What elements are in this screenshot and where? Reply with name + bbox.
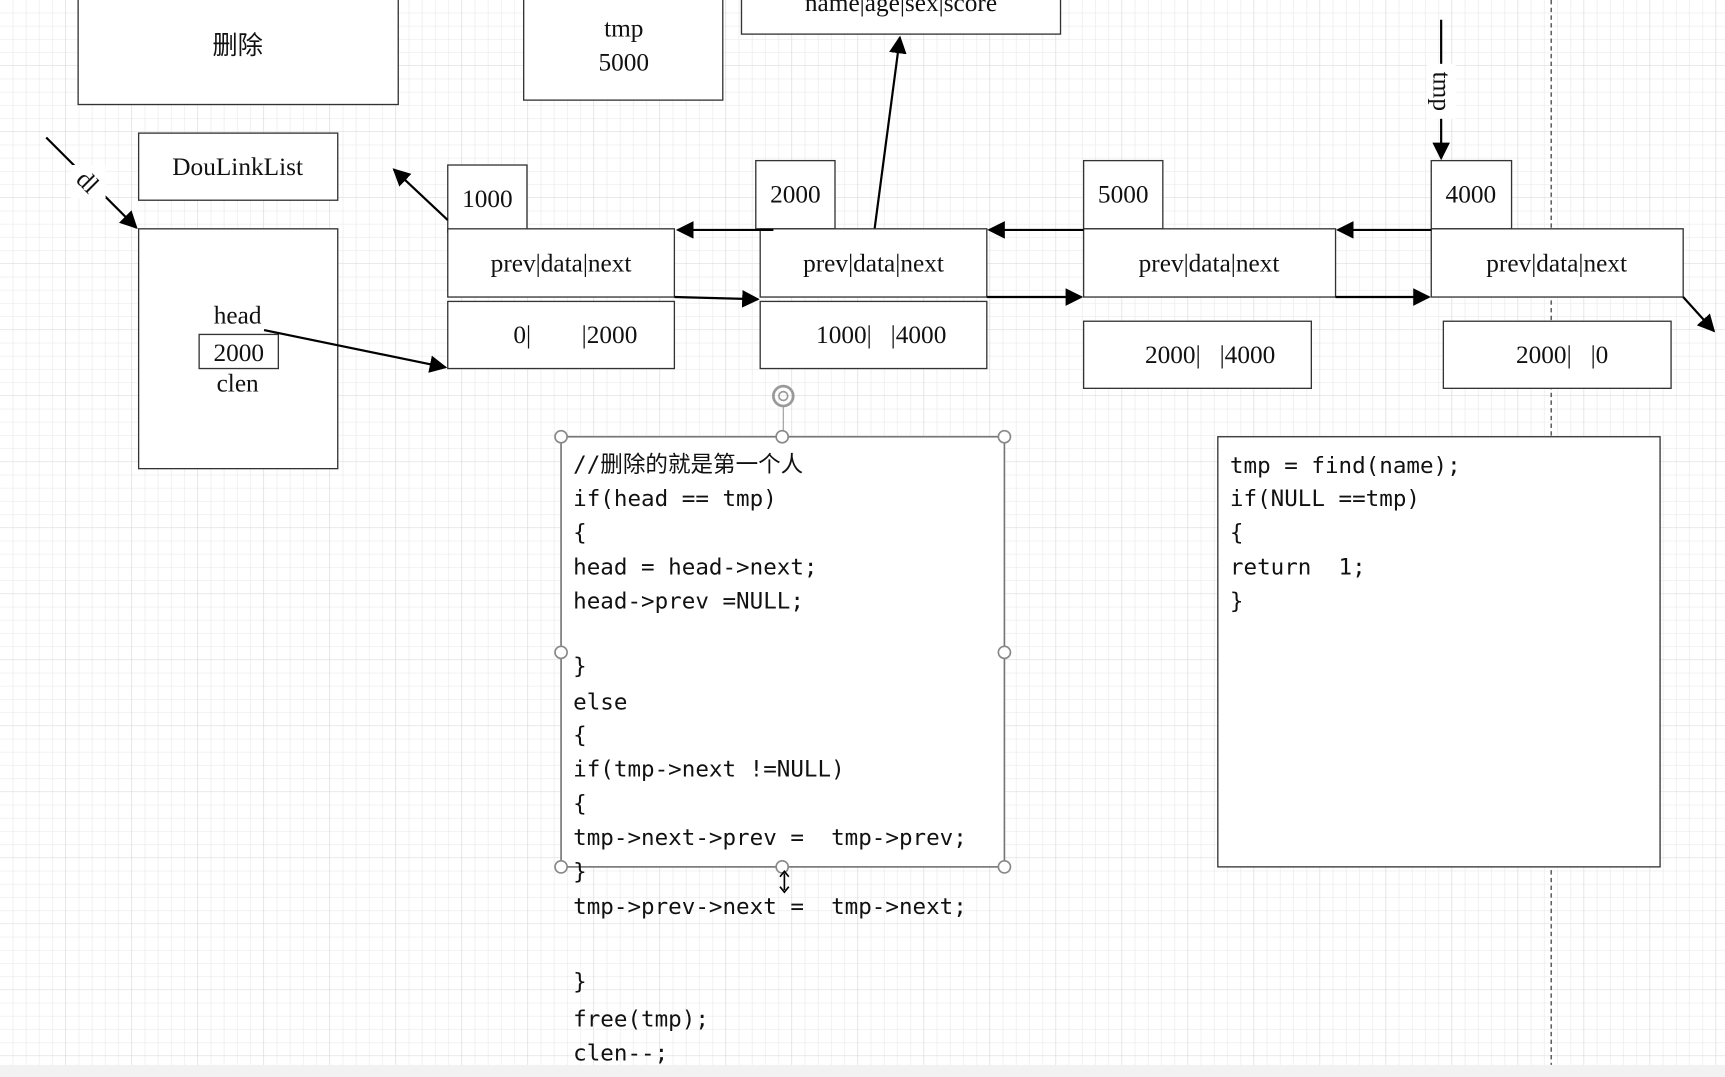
title-box[interactable]: 删除 xyxy=(77,0,399,106)
data-pointer-arrow[interactable] xyxy=(873,35,907,229)
doulinklist-type-box[interactable]: DouLinkList xyxy=(137,132,339,201)
head-pointer-arrow[interactable] xyxy=(263,328,448,373)
doulinklist-label: DouLinkList xyxy=(172,153,303,181)
code-line: if(NULL ==tmp) xyxy=(1230,486,1420,512)
node-address: 5000 xyxy=(1098,180,1149,208)
resize-handle-s[interactable] xyxy=(775,860,790,874)
resize-handle-n[interactable] xyxy=(775,429,790,444)
struct-label: name|age|sex|score xyxy=(805,0,997,17)
code-line: } xyxy=(573,653,587,679)
node-fields: prev|data|next xyxy=(491,250,632,278)
tmp-label-bg xyxy=(1426,63,1456,119)
list-header-box[interactable]: head 2000 clen xyxy=(137,228,339,470)
node-2000[interactable]: 2000 prev|data|next 1000| |4000 xyxy=(755,159,988,370)
selection-handles[interactable] xyxy=(554,384,1012,894)
clen-label: clen xyxy=(217,370,259,398)
node-5000[interactable]: 5000 prev|data|next 2000| |4000 xyxy=(1082,159,1337,389)
node-fields: prev|data|next xyxy=(1139,250,1280,278)
resize-handle-sw[interactable] xyxy=(554,860,568,874)
tmp-value: 5000 xyxy=(598,48,649,76)
code-line: head->prev =NULL; xyxy=(573,588,804,614)
next-arrow-1[interactable] xyxy=(674,290,760,308)
code-line: { xyxy=(1230,520,1244,546)
null-next-arrow[interactable] xyxy=(1682,296,1716,333)
dl-label-bg xyxy=(70,165,106,199)
node-address: 4000 xyxy=(1446,180,1497,208)
node-address: 2000 xyxy=(770,180,821,208)
rotate-handle-icon[interactable] xyxy=(772,384,795,408)
resize-handle-se[interactable] xyxy=(997,860,1012,874)
resize-handle-nw[interactable] xyxy=(554,429,568,444)
code-box-delete[interactable]: //删除的就是第一个人 if(head == tmp) { head = hea… xyxy=(560,435,1006,1067)
tmp-pointer-label: tmp xyxy=(1427,72,1455,111)
code-line: if(tmp->next !=NULL) xyxy=(573,757,845,783)
node-fields: prev|data|next xyxy=(1486,250,1627,278)
code-line: return 1; xyxy=(1230,554,1366,580)
resize-cursor-icon xyxy=(779,869,790,894)
code-line: free(tmp); xyxy=(573,1006,709,1032)
code-line: { xyxy=(573,723,587,749)
head-label: head xyxy=(214,301,262,329)
node-values: 1000| |4000 xyxy=(816,321,946,349)
tmp-name: tmp xyxy=(604,14,643,42)
code-line: { xyxy=(573,791,587,817)
bottom-strip xyxy=(0,1064,1725,1077)
null-prev-arrow[interactable] xyxy=(392,168,449,221)
node-fields: prev|data|next xyxy=(803,250,944,278)
code-line: { xyxy=(573,520,587,546)
code-line: else xyxy=(573,690,627,716)
node-1000[interactable]: 1000 prev|data|next 0| |2000 xyxy=(447,164,676,370)
resize-handle-e[interactable] xyxy=(997,645,1012,660)
node-values: 2000| |4000 xyxy=(1145,341,1275,369)
code-line: head = head->next; xyxy=(573,554,817,580)
node-4000[interactable]: 4000 prev|data|next 2000| |0 xyxy=(1430,159,1684,389)
resize-handle-ne[interactable] xyxy=(997,429,1012,444)
code-line: tmp->next->prev = tmp->prev; xyxy=(573,825,967,851)
node-address: 1000 xyxy=(462,185,513,213)
resize-handle-w[interactable] xyxy=(554,645,568,660)
code-line: if(head == tmp) xyxy=(573,486,777,512)
code-line: } xyxy=(573,969,587,995)
node-values: 0| |2000 xyxy=(513,321,637,349)
code-line: } xyxy=(1230,588,1244,614)
struct-box[interactable]: name|age|sex|score xyxy=(740,0,1062,35)
head-value: 2000 xyxy=(213,339,264,367)
code-line: } xyxy=(573,859,587,885)
tmp-box[interactable]: tmp 5000 xyxy=(523,0,724,101)
title-label: 删除 xyxy=(212,32,263,60)
node-values: 2000| |0 xyxy=(1516,341,1608,369)
code-line: tmp = find(name); xyxy=(1230,453,1461,479)
code-line: clen--; xyxy=(573,1040,668,1066)
code-box-find[interactable]: tmp = find(name); if(NULL ==tmp) { retur… xyxy=(1217,436,1661,868)
code-line: tmp->prev->next = tmp->next; xyxy=(573,894,967,920)
code-line: //删除的就是第一个人 xyxy=(573,452,803,478)
